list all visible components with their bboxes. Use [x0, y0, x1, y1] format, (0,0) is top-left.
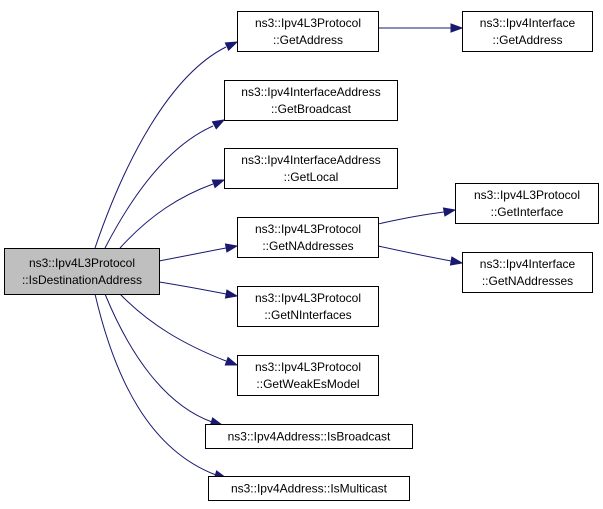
node-label-line: ns3::Ipv4Interface: [480, 257, 576, 271]
node-label-line: ns3::Ipv4Address::IsBroadcast: [228, 430, 391, 444]
node-label-line: ns3::Ipv4L3Protocol: [474, 188, 580, 202]
node-box: [224, 80, 398, 121]
node-box: [208, 476, 410, 501]
node-label-line: ::GetAddress: [273, 33, 343, 47]
node-label-line: ns3::Ipv4InterfaceAddress: [241, 153, 380, 167]
edge-getaddress_l3-to-getaddress_if: [378, 23, 464, 33]
edges-layer: [94, 23, 464, 480]
node-label-line: ::GetBroadcast: [271, 102, 352, 116]
node-label-line: ns3::Ipv4L3Protocol: [255, 16, 361, 30]
node-label-line: ::IsDestinationAddress: [22, 273, 142, 287]
edge-root-to-getaddress_l3: [94, 41, 239, 249]
node-label-line: ns3::Ipv4InterfaceAddress: [241, 85, 380, 99]
edge-arrowhead: [211, 179, 226, 189]
edge-root-to-getweakesmodel: [119, 293, 239, 366]
node-label-line: ns3::Ipv4Address::IsMulticast: [231, 482, 388, 496]
edge-line: [94, 46, 227, 249]
edge-line: [377, 245, 452, 262]
edge-arrowhead: [224, 41, 239, 52]
nodes-layer: ns3::Ipv4L3Protocol::IsDestinationAddres…: [4, 11, 599, 501]
node-box: [205, 424, 413, 449]
node-getbroadcast[interactable]: ns3::Ipv4InterfaceAddress::GetBroadcast: [224, 80, 398, 121]
node-ismulticast[interactable]: ns3::Ipv4Address::IsMulticast: [208, 476, 410, 501]
node-box: [237, 355, 379, 396]
node-label-line: ns3::Ipv4Interface: [480, 16, 576, 30]
node-label-line: ::GetNInterfaces: [264, 308, 351, 322]
node-getnaddresses_l3[interactable]: ns3::Ipv4L3Protocol::GetNAddresses: [237, 217, 379, 258]
edge-arrowhead: [224, 356, 239, 366]
node-box: [237, 11, 379, 52]
edge-root-to-getnaddresses_l3: [158, 243, 239, 262]
edge-root-to-isbroadcast: [104, 293, 224, 427]
node-label-line: ::GetWeakEsModel: [256, 377, 359, 391]
edge-line: [104, 125, 214, 249]
node-getaddress_l3[interactable]: ns3::Ipv4L3Protocol::GetAddress: [237, 11, 379, 52]
node-box: [462, 11, 593, 52]
node-getlocal[interactable]: ns3::Ipv4InterfaceAddress::GetLocal: [224, 148, 398, 189]
node-label-line: ::GetAddress: [492, 33, 562, 47]
node-box: [224, 148, 398, 189]
edge-arrowhead: [211, 119, 226, 130]
node-isbroadcast[interactable]: ns3::Ipv4Address::IsBroadcast: [205, 424, 413, 449]
node-box: [462, 252, 593, 293]
node-box: [4, 248, 160, 295]
node-label-line: ns3::Ipv4L3Protocol: [29, 256, 135, 270]
edge-root-to-getbroadcast: [104, 119, 226, 249]
node-box: [455, 183, 599, 224]
node-label-line: ns3::Ipv4L3Protocol: [255, 291, 361, 305]
edge-arrowhead: [442, 207, 457, 217]
edge-line: [158, 247, 227, 262]
edge-line: [119, 293, 227, 362]
edge-arrowhead: [224, 289, 239, 299]
node-label-line: ::GetNAddresses: [262, 239, 353, 253]
node-root[interactable]: ns3::Ipv4L3Protocol::IsDestinationAddres…: [4, 248, 160, 295]
edge-arrowhead: [449, 256, 464, 266]
node-label-line: ::GetLocal: [284, 170, 339, 184]
edge-root-to-getninterfaces: [158, 281, 239, 299]
node-label-line: ns3::Ipv4L3Protocol: [255, 222, 361, 236]
edge-line: [119, 183, 214, 249]
edge-line: [377, 211, 445, 225]
node-label-line: ::GetNAddresses: [482, 274, 573, 288]
node-getninterfaces[interactable]: ns3::Ipv4L3Protocol::GetNInterfaces: [237, 286, 379, 327]
edge-arrowhead: [224, 243, 239, 253]
node-getnaddresses_if[interactable]: ns3::Ipv4Interface::GetNAddresses: [462, 252, 593, 293]
edge-arrowhead: [450, 23, 464, 33]
edge-line: [104, 293, 213, 423]
edge-line: [158, 281, 227, 295]
node-box: [237, 286, 379, 327]
edge-root-to-getlocal: [119, 179, 226, 249]
edge-getnaddresses_l3-to-getnaddresses_if: [377, 245, 464, 266]
edge-line: [94, 293, 217, 476]
node-label-line: ns3::Ipv4L3Protocol: [255, 360, 361, 374]
node-getaddress_if[interactable]: ns3::Ipv4Interface::GetAddress: [462, 11, 593, 52]
node-getinterface[interactable]: ns3::Ipv4L3Protocol::GetInterface: [455, 183, 599, 224]
node-box: [237, 217, 379, 258]
node-label-line: ::GetInterface: [491, 205, 564, 219]
edge-getnaddresses_l3-to-getinterface: [377, 207, 457, 225]
node-getweakesmodel[interactable]: ns3::Ipv4L3Protocol::GetWeakEsModel: [237, 355, 379, 396]
